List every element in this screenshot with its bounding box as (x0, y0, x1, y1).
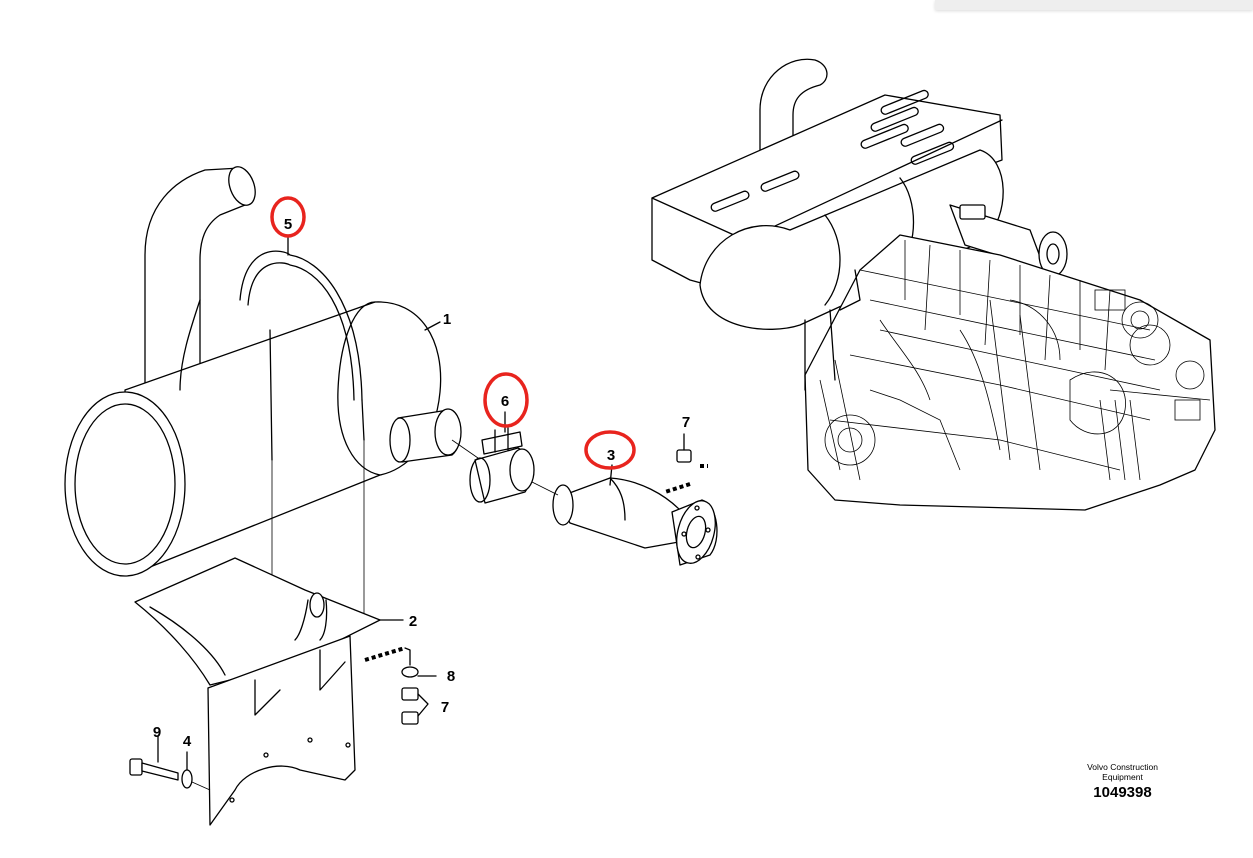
callout-3: 3 (607, 447, 615, 464)
assembly-line-inlet (451, 439, 479, 459)
muffler-inlet-stub (389, 408, 462, 463)
nut-top (664, 433, 708, 494)
callout-1: 1 (443, 311, 451, 328)
volvo-branding: Volvo Construction Equipment 1049398 (1060, 762, 1185, 804)
callout-9: 9 (153, 724, 161, 741)
callout-6: 6 (501, 393, 509, 410)
bracket-hardware (364, 646, 437, 725)
muffler-body (64, 299, 442, 577)
engine-installation-view (651, 58, 1216, 511)
leader-1 (424, 321, 441, 331)
callout-2: 2 (409, 613, 417, 630)
drawing-number: 1049398 (1093, 784, 1152, 801)
bolt-and-washer (129, 735, 211, 791)
support-bracket (134, 557, 381, 826)
callout-8: 8 (447, 668, 455, 685)
exhaust-pipe (552, 477, 718, 566)
muffler-assembly (64, 166, 718, 826)
highlight-ring-6 (483, 372, 529, 428)
callout-5: 5 (284, 216, 292, 233)
highlight-ring-5 (270, 196, 306, 238)
top-toolbar-edge (935, 0, 1253, 10)
highlight-ring-3 (584, 430, 636, 470)
callout-4: 4 (183, 733, 192, 750)
callout-7-top: 7 (682, 414, 690, 431)
company-line-2: Equipment (1102, 772, 1143, 782)
clamp-part (469, 427, 535, 504)
callout-7-bottom: 7 (441, 699, 449, 716)
u-bolt (239, 250, 365, 660)
company-line-1: Volvo Construction (1087, 762, 1158, 772)
assembly-line-clamp (531, 481, 559, 496)
